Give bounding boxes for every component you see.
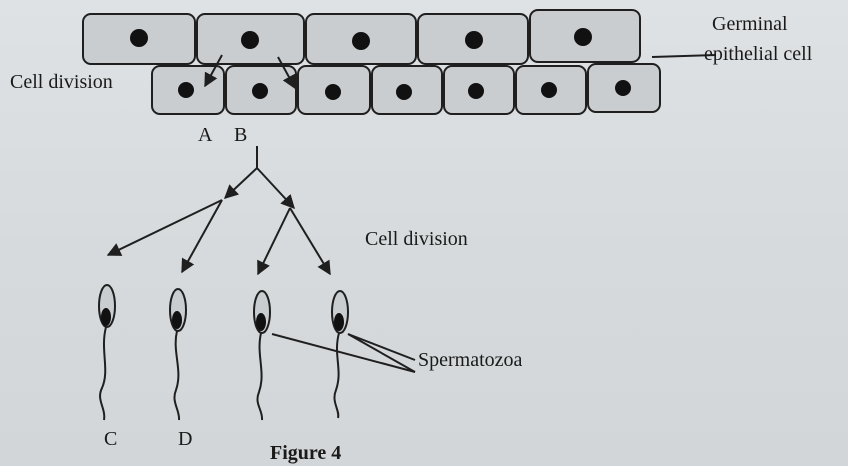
spermatozoon-d xyxy=(170,289,186,420)
nucleus xyxy=(325,84,341,100)
cell-division-label-middle: Cell division xyxy=(365,229,468,249)
nucleus xyxy=(574,28,592,46)
label-d: D xyxy=(178,429,192,449)
nucleus xyxy=(130,29,148,47)
sperm-tail xyxy=(257,333,262,420)
arrow-to-sperm-4 xyxy=(290,208,330,274)
nucleus xyxy=(468,83,484,99)
label-b: B xyxy=(234,125,247,145)
spermatozoon-3 xyxy=(254,291,270,420)
nucleus xyxy=(252,83,268,99)
arrow-to-c xyxy=(108,200,222,255)
sperm-nucleus xyxy=(172,311,182,329)
branch-right xyxy=(257,168,294,208)
nucleus xyxy=(241,31,259,49)
arrow-to-d xyxy=(182,200,222,272)
spermatozoa-label: Spermatozoa xyxy=(418,350,522,370)
sperm-nucleus xyxy=(101,308,111,326)
label-a: A xyxy=(198,125,212,145)
nucleus xyxy=(615,80,631,96)
sperm-nucleus xyxy=(256,313,266,331)
sperm-tail xyxy=(100,327,106,420)
leader-line xyxy=(272,334,415,372)
spermatozoa-leader-lines xyxy=(272,334,415,372)
leader-line xyxy=(348,334,415,372)
nucleus xyxy=(541,82,557,98)
cell-division-label-top: Cell division xyxy=(10,72,113,92)
figure-caption: Figure 4 xyxy=(270,443,341,463)
division-tree xyxy=(108,146,330,274)
germinal-label-line1: Germinal xyxy=(712,14,788,34)
spermatozoon-c xyxy=(99,285,115,420)
sperm-tail xyxy=(174,331,179,420)
nucleus xyxy=(178,82,194,98)
sperm-nucleus xyxy=(334,313,344,331)
label-c: C xyxy=(104,429,117,449)
nucleus xyxy=(352,32,370,50)
branch-left xyxy=(225,168,257,198)
germinal-label-line2: epithelial cell xyxy=(704,44,812,64)
arrow-to-sperm-3 xyxy=(258,208,290,274)
nucleus xyxy=(396,84,412,100)
sperm-tail xyxy=(334,333,339,418)
nucleus xyxy=(465,31,483,49)
